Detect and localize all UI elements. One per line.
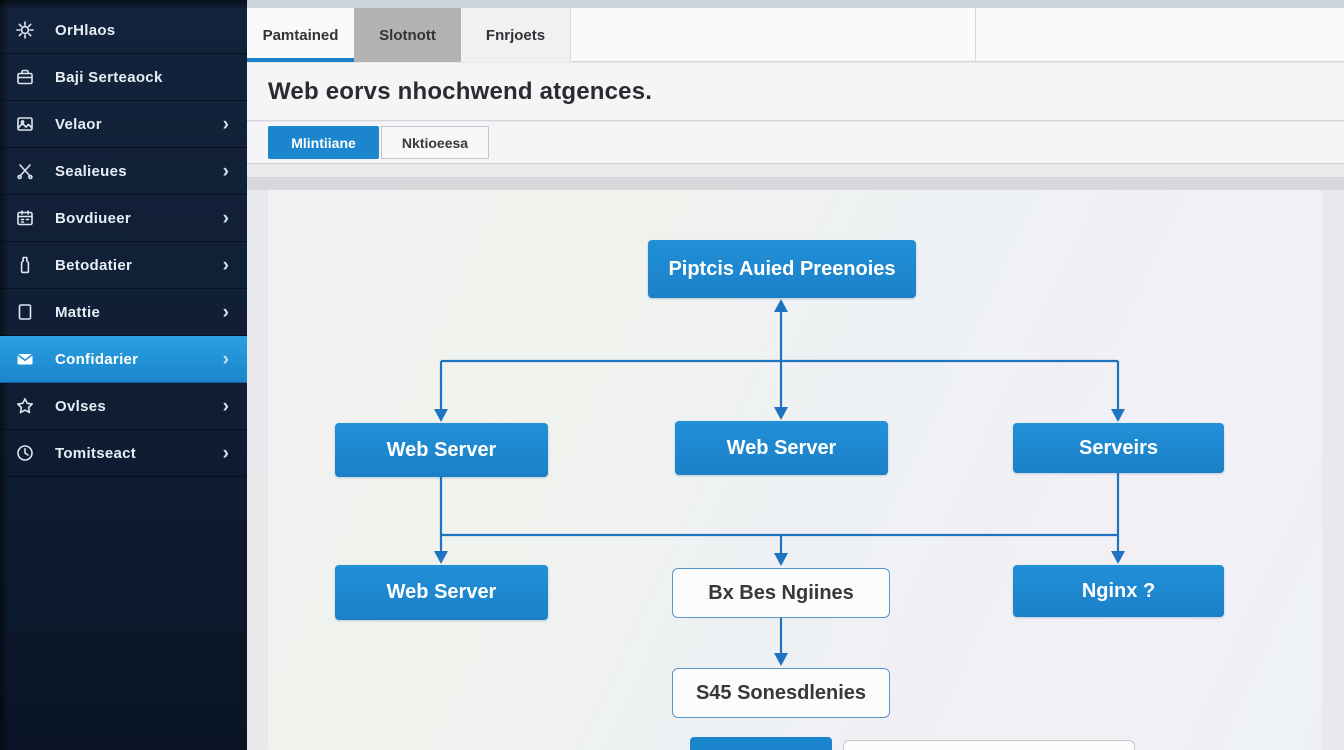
sidebar-item-label: OrHlaos bbox=[55, 21, 116, 39]
sidebar-item-label: Velaor bbox=[55, 115, 102, 133]
sidebar-item-label: Bovdiueer bbox=[55, 209, 132, 227]
tab-bar-divider bbox=[975, 8, 976, 62]
node-label: Web Server bbox=[386, 438, 497, 461]
subtab-label: Mlintiiane bbox=[291, 134, 356, 151]
node-servers[interactable]: Serveirs bbox=[1013, 423, 1224, 473]
chevron-right-icon: › bbox=[222, 348, 229, 370]
node-label: Bx Bes Ngiines bbox=[708, 581, 854, 604]
sidebar-item-mattie[interactable]: Mattie › bbox=[0, 289, 247, 336]
node-web-server-left[interactable]: Web Server bbox=[335, 423, 548, 477]
sidebar: OrHlaos Baji Serteaock Velaor › Sealieue… bbox=[0, 0, 247, 750]
subtab-nktioeesa[interactable]: Nktioeesa bbox=[381, 126, 489, 159]
bottom-text-input[interactable] bbox=[843, 740, 1135, 750]
sidebar-item-bovdiueer[interactable]: Bovdiueer › bbox=[0, 195, 247, 242]
sidebar-item-label: Sealieues bbox=[55, 162, 127, 180]
window-top-strip bbox=[247, 0, 1344, 8]
sidebar-item-confidarier[interactable]: Confidarier › bbox=[0, 336, 247, 383]
gear-icon bbox=[14, 19, 36, 41]
sidebar-item-ovlses[interactable]: Ovlses › bbox=[0, 383, 247, 430]
main-tab-bar: Pamtained Slotnott Fnrjoets bbox=[247, 8, 1344, 62]
tab-pamtained[interactable]: Pamtained bbox=[247, 8, 354, 62]
sub-tab-bar: Mlintiiane Nktioeesa bbox=[247, 122, 1344, 164]
sidebar-item-label: Mattie bbox=[55, 303, 101, 321]
tab-fnrjoets[interactable]: Fnrjoets bbox=[461, 8, 571, 62]
tab-label: Pamtained bbox=[262, 26, 339, 44]
bottle-icon bbox=[14, 254, 36, 276]
node-web-server-center[interactable]: Web Server bbox=[675, 421, 888, 475]
chevron-right-icon: › bbox=[222, 160, 229, 182]
tab-label: Fnrjoets bbox=[485, 26, 546, 44]
content-shadow-band bbox=[247, 177, 1344, 190]
sidebar-item-label: Confidarier bbox=[55, 350, 139, 368]
sidebar-item-label: Baji Serteaock bbox=[55, 68, 163, 86]
node-web-server-bottom[interactable]: Web Server bbox=[335, 565, 548, 620]
node-label: Nginx ? bbox=[1081, 579, 1156, 602]
node-label: Web Server bbox=[386, 581, 497, 603]
node-label: S45 Sonesdlenies bbox=[695, 681, 867, 704]
subtab-label: Nktioeesa bbox=[401, 134, 469, 151]
bottom-action-button[interactable] bbox=[690, 737, 832, 750]
sidebar-item-velaor[interactable]: Velaor › bbox=[0, 101, 247, 148]
node-engines[interactable]: Bx Bes Ngiines bbox=[672, 568, 890, 618]
clock-icon bbox=[14, 442, 36, 464]
chevron-right-icon: › bbox=[222, 395, 229, 417]
calendar-icon bbox=[14, 207, 36, 229]
sidebar-item-betodatier[interactable]: Betodatier › bbox=[0, 242, 247, 289]
chevron-right-icon: › bbox=[222, 113, 229, 135]
sidebar-item-label: Betodatier bbox=[55, 256, 133, 274]
node-s45[interactable]: S45 Sonesdlenies bbox=[672, 668, 890, 718]
page-title: Web eorvs nhochwend atgences. bbox=[268, 77, 653, 105]
tab-slotnott[interactable]: Slotnott bbox=[354, 8, 461, 62]
chevron-right-icon: › bbox=[222, 442, 229, 464]
sidebar-item-tomitseact[interactable]: Tomitseact › bbox=[0, 430, 247, 477]
tab-label: Slotnott bbox=[379, 26, 436, 44]
image-icon bbox=[14, 113, 36, 135]
star-icon bbox=[14, 395, 36, 417]
node-nginx[interactable]: Nginx ? bbox=[1013, 565, 1224, 617]
sidebar-item-sealieues[interactable]: Sealieues › bbox=[0, 148, 247, 195]
node-label: Serveirs bbox=[1079, 436, 1158, 459]
scissors-icon bbox=[14, 160, 36, 182]
sidebar-item-label: Tomitseact bbox=[55, 444, 137, 462]
node-top[interactable]: Piptcis Auied Preenoies bbox=[648, 240, 916, 298]
file-icon bbox=[14, 301, 36, 323]
briefcase-icon bbox=[14, 66, 36, 88]
envelope-icon bbox=[14, 348, 36, 370]
chevron-right-icon: › bbox=[222, 254, 229, 276]
subtab-mlintiiane[interactable]: Mlintiiane bbox=[268, 126, 379, 159]
content-spacer-band bbox=[247, 165, 1344, 177]
page-header: Web eorvs nhochwend atgences. bbox=[247, 63, 1344, 121]
node-label: Web Server bbox=[726, 436, 837, 459]
node-label: Piptcis Auied Preenoies bbox=[668, 257, 896, 280]
sidebar-item-label: Ovlses bbox=[55, 397, 107, 415]
chevron-right-icon: › bbox=[222, 207, 229, 229]
sidebar-nav: OrHlaos Baji Serteaock Velaor › Sealieue… bbox=[0, 0, 247, 477]
chevron-right-icon: › bbox=[222, 301, 229, 323]
sidebar-item-orhlaos[interactable]: OrHlaos bbox=[0, 7, 247, 54]
sidebar-item-baji-serteaock[interactable]: Baji Serteaock bbox=[0, 54, 247, 101]
